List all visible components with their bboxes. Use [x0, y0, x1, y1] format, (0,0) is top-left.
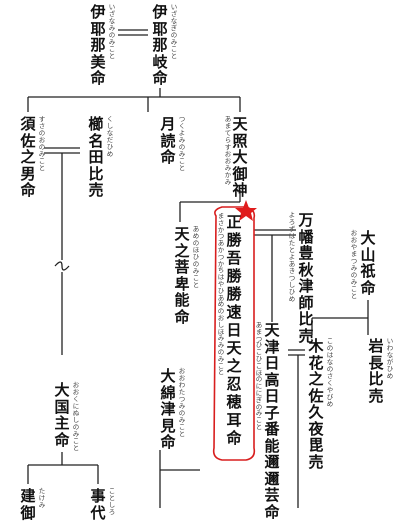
person-yorozuhata: 万幡豊秋津師比売 [298, 211, 314, 345]
genealogy-diagram: 伊耶那美命 いざなみのみこと 伊耶那岐命 いざなぎのみこと 須佐之男命 すさのお… [20, 3, 394, 521]
person-iwanaga: 岩長比売 [368, 337, 384, 405]
person-owatatsumi: 大綿津見命 [160, 367, 176, 451]
generation-gap-mark [54, 261, 70, 271]
highlight-outline [212, 206, 256, 461]
person-oshihomimi: 正勝吾勝勝速日天之忍穂耳命 [226, 213, 242, 447]
ruby-oshihomimi: まさかつあかつかちはやひあめのおしほみみのみこと [217, 212, 225, 377]
ruby-izanagi: いざなぎのみこと [170, 3, 178, 60]
person-tsukuyomi: 月読命 [160, 115, 176, 166]
ruby-kushinada: くしなだひめ [106, 115, 114, 158]
ruby-yorozuhata: よろずはたとよあきつしひめ [288, 211, 296, 303]
person-konohana: 木花之佐久夜毘売 [308, 337, 324, 471]
ruby-amenohohi: あめのほひのみこと [192, 225, 200, 289]
person-amenohohi: 天之菩卑能命 [174, 225, 190, 326]
person-kotoshiro: 事代 [90, 487, 106, 522]
person-ninigi: 天津日高日子番能邇邇芸命 [264, 321, 280, 521]
person-okuninushi: 大国主命 [54, 381, 70, 449]
person-izanagi: 伊耶那岐命 [152, 3, 168, 87]
ruby-iwanaga: いわながひめ [386, 337, 394, 380]
person-kushinada: 櫛名田比売 [88, 115, 104, 199]
person-susanoo: 須佐之男命 [20, 115, 36, 199]
ruby-konohana: このはなのさくやびめ [326, 337, 334, 408]
ruby-okuninushi: おおくにぬしのみこと [72, 381, 80, 452]
person-izanami: 伊耶那美命 [90, 3, 106, 87]
ruby-susanoo: すさのおのみこと [38, 115, 46, 172]
connector-lines [27, 29, 369, 508]
ruby-oyamatsumi: おおやまつみのみこと [350, 229, 358, 300]
person-takemi: 建御 [20, 487, 36, 522]
ruby-takemi: たけみ [38, 487, 46, 509]
ruby-tsukuyomi: つくよみのみこと [178, 115, 186, 172]
star-icon [235, 200, 257, 221]
person-oyamatsumi: 大山祇命 [360, 229, 376, 297]
person-amaterasu: 天照大御神 [232, 115, 248, 199]
ruby-owatatsumi: おおわたつみのみこと [178, 367, 186, 438]
ruby-kotoshiro: ことしろ [108, 487, 116, 516]
ruby-amaterasu: あまてらすおおみかみ [224, 115, 232, 186]
ruby-izanami: いざなみのみこと [108, 3, 116, 60]
ruby-ninigi: あまつひこひこほのににぎのみこと [255, 321, 263, 431]
